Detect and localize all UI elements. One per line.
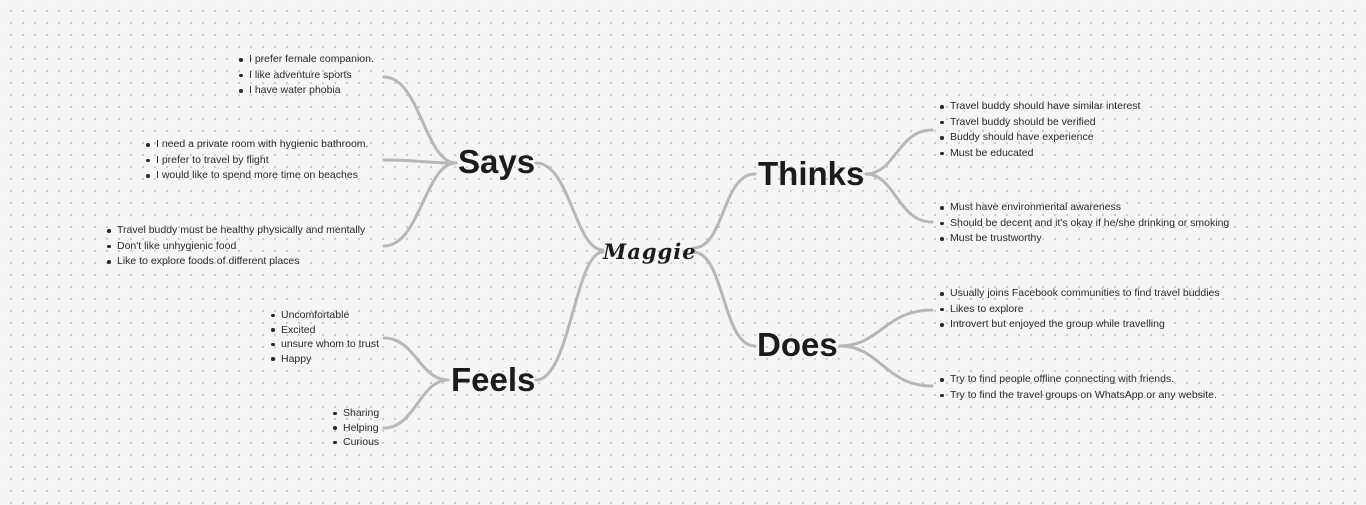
list-item: Introvert but enjoyed the group while tr… — [939, 317, 1220, 333]
center-node-maggie: Maggie — [603, 239, 697, 264]
list-item: Don't like unhygienic food — [106, 239, 365, 255]
list-item: Try to find people offline connecting wi… — [939, 372, 1217, 388]
list-item: I prefer female companion. — [238, 52, 374, 68]
thinks-group-2: Must have environmental awareness Should… — [939, 200, 1229, 247]
list-item: Helping — [332, 421, 379, 436]
connector-says-group-2 — [382, 158, 458, 165]
list-item: Likes to explore — [939, 302, 1220, 318]
connector-does-group-2 — [838, 344, 934, 388]
list-item: I have water phobia — [238, 83, 374, 99]
does-group-1: Usually joins Facebook communities to fi… — [939, 286, 1220, 333]
list-item: I would like to spend more time on beach… — [145, 168, 368, 184]
branch-feels: Feels — [451, 361, 536, 398]
feels-group-2: Sharing Helping Curious — [332, 406, 379, 450]
does-group-2: Try to find people offline connecting wi… — [939, 372, 1217, 403]
list-item: Buddy should have experience — [939, 130, 1140, 146]
list-item: Must be trustworthy — [939, 231, 1229, 247]
list-item: Travel buddy should have similar interes… — [939, 99, 1140, 115]
list-item: Sharing — [332, 406, 379, 421]
list-item: unsure whom to trust — [270, 337, 379, 352]
connector-center-feels — [534, 250, 605, 382]
list-item: Must be educated — [939, 146, 1140, 162]
list-item: I prefer to travel by flight — [145, 153, 368, 169]
says-group-3: Travel buddy must be healthy physically … — [106, 223, 365, 270]
feels-group-1: Uncomfortable Excited unsure whom to tru… — [270, 308, 379, 366]
list-item: Travel buddy must be healthy physically … — [106, 223, 365, 239]
branch-does: Does — [757, 326, 838, 363]
list-item: Curious — [332, 435, 379, 450]
connector-says-group-1 — [382, 75, 458, 165]
list-item: Must have environmental awareness — [939, 200, 1229, 216]
list-item: Travel buddy should be verified — [939, 115, 1140, 131]
branch-thinks: Thinks — [758, 155, 865, 192]
connector-center-says — [534, 161, 605, 252]
list-item: Uncomfortable — [270, 308, 379, 323]
connector-feels-group-2 — [382, 378, 450, 430]
thinks-group-1: Travel buddy should have similar interes… — [939, 99, 1140, 161]
list-item: Excited — [270, 323, 379, 338]
list-item: I like adventure sports — [238, 68, 374, 84]
says-group-1: I prefer female companion. I like advent… — [238, 52, 374, 99]
says-group-2: I need a private room with hygienic bath… — [145, 137, 368, 184]
list-item: Try to find the travel groups on WhatsAp… — [939, 388, 1217, 404]
list-item: Like to explore foods of different place… — [106, 254, 365, 270]
connector-center-thinks — [691, 172, 757, 250]
connector-feels-group-1 — [382, 336, 450, 382]
list-item: Usually joins Facebook communities to fi… — [939, 286, 1220, 302]
connector-thinks-group-2 — [864, 172, 934, 224]
list-item: Happy — [270, 352, 379, 367]
connector-center-does — [691, 250, 757, 348]
connector-says-group-3 — [382, 161, 458, 248]
list-item: I need a private room with hygienic bath… — [145, 137, 368, 153]
connector-thinks-group-1 — [864, 128, 934, 176]
connector-does-group-1 — [838, 308, 934, 348]
list-item: Should be decent and it's okay if he/she… — [939, 216, 1229, 232]
branch-says: Says — [458, 143, 536, 180]
